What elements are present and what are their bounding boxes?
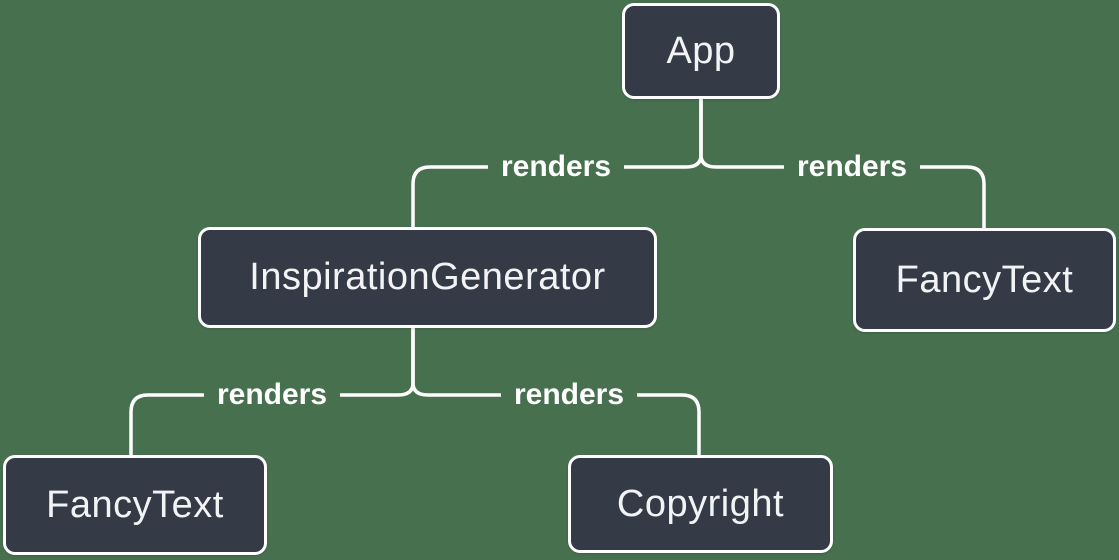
node-fancy-text-bottom-label: FancyText bbox=[46, 483, 224, 526]
node-fancy-text-bottom: FancyText bbox=[3, 455, 267, 555]
node-app-label: App bbox=[666, 29, 736, 72]
edge-label-renders-app-fancy-text: renders bbox=[783, 147, 921, 187]
node-copyright-label: Copyright bbox=[616, 482, 785, 525]
node-app: App bbox=[622, 3, 780, 99]
edge-label-renders-inspiration-generator-copyright: renders bbox=[500, 375, 638, 415]
node-fancy-text-right: FancyText bbox=[853, 228, 1116, 332]
node-inspiration-generator: InspirationGenerator bbox=[198, 227, 657, 328]
node-fancy-text-right-label: FancyText bbox=[895, 258, 1074, 301]
node-inspiration-generator-label: InspirationGenerator bbox=[249, 256, 606, 298]
edge-label-renders-app-inspiration-generator: renders bbox=[487, 147, 625, 187]
edge-label-renders-inspiration-generator-fancy-text: renders bbox=[203, 375, 341, 415]
node-copyright: Copyright bbox=[568, 455, 833, 553]
